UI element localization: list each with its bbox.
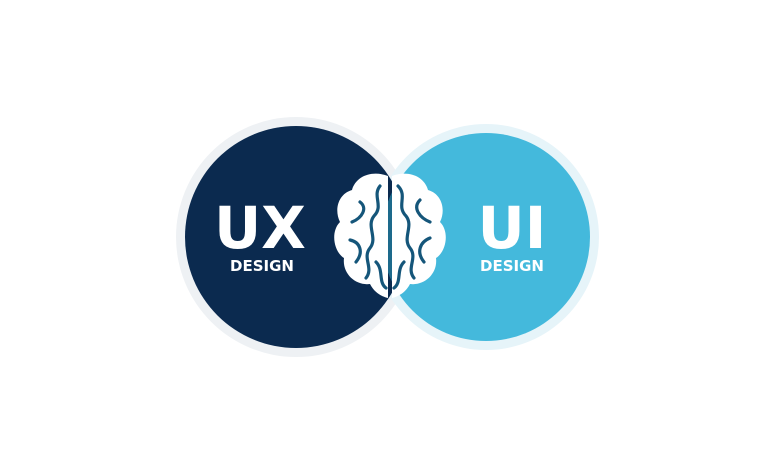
brain-icon [334,173,446,298]
ui-subtitle: DESIGN [480,257,544,275]
right-circle [382,133,590,341]
left-circle [185,126,407,348]
ux-title: UX [214,194,306,262]
ux-subtitle: DESIGN [230,257,294,275]
ui-title: UI [478,194,547,262]
